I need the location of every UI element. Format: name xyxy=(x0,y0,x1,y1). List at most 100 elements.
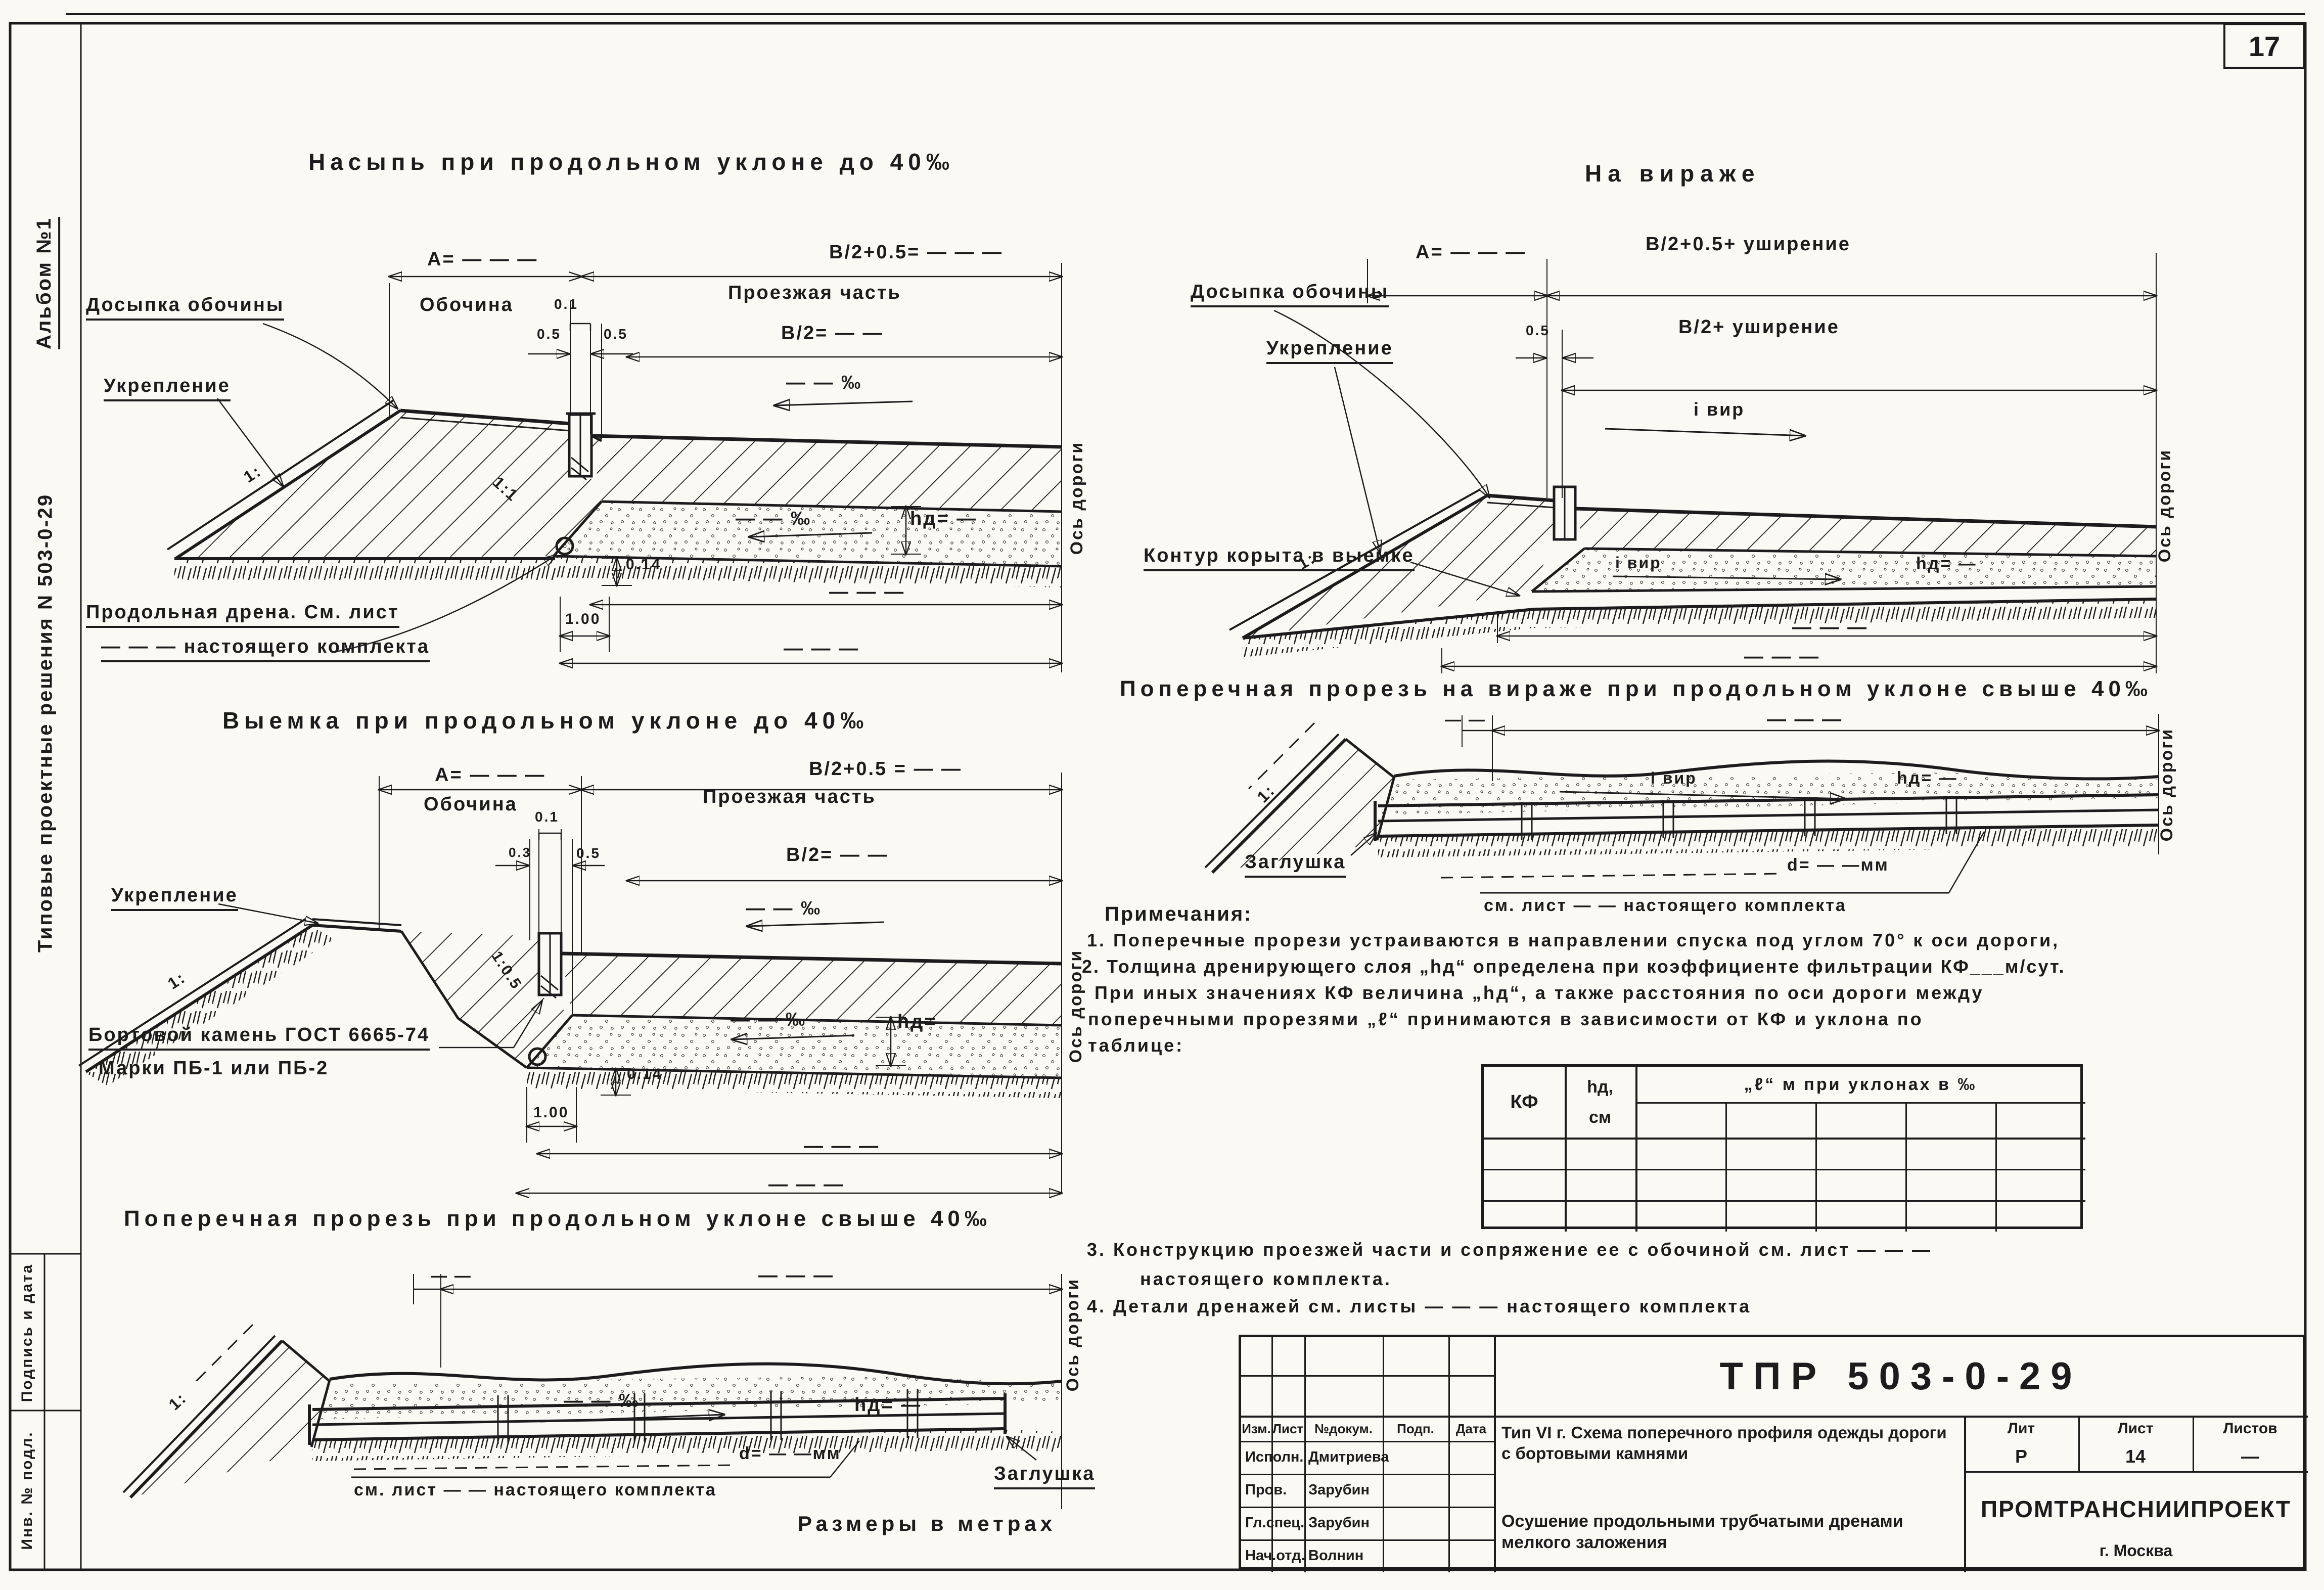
d3-label-ukreplenie: Укрепление xyxy=(111,885,238,911)
title-d3: Выемка при продольном уклоне до 40‰ xyxy=(222,707,869,734)
d2-ivir-mid: i вир xyxy=(1615,554,1662,572)
tb-listov-value: — xyxy=(2241,1446,2259,1467)
d1-dim-014: 0.14 xyxy=(626,556,662,573)
sidebar-series: Типовые проектные решения N 503-0-29 xyxy=(34,493,57,953)
note-2b: При иных значениях КФ величина „hд“, а т… xyxy=(1095,982,1984,1003)
tb-role-glspec: Гл.спец. xyxy=(1245,1515,1305,1531)
d3-dim-03: 0.3 xyxy=(509,845,532,860)
d4-axis: Ось дороги xyxy=(2157,728,2176,842)
tb-role-ispoln: Исполн. xyxy=(1245,1449,1304,1465)
d2-dim-A: А= — — — xyxy=(1416,242,1527,263)
d3-dim-100: 1.00 xyxy=(533,1104,569,1121)
d3-label-bort-1: Бортовой камень ГОСТ 6665-74 xyxy=(88,1024,430,1051)
d1-dim-01: 0.1 xyxy=(554,296,578,312)
d3-dim-05: 0.5 xyxy=(576,845,601,861)
tb-name-zarubin-2: Зарубин xyxy=(1308,1515,1370,1531)
d2-axis: Ось дороги xyxy=(2155,448,2174,563)
table-col-kf: КФ xyxy=(1510,1091,1538,1113)
tb-col-dokum: №докум. xyxy=(1314,1421,1373,1436)
d1-dim-B205: В/2+0.5= — — — xyxy=(829,242,1004,263)
note-2c: поперечными прорезями „ℓ“ принимаются в … xyxy=(1088,1009,1924,1029)
d4-label-zaglushka: Заглушка xyxy=(1245,851,1346,878)
d1-dim-dash-b: — — — xyxy=(784,638,860,659)
d1-label-dosypka: Досыпка обочины xyxy=(86,294,285,321)
diagram-5-linework xyxy=(122,1274,1062,1509)
d3-dim-dash-a: — — — xyxy=(804,1135,880,1157)
title-d2: На вираже xyxy=(1585,160,1761,187)
tb-role-nachotd: Нач.отд. xyxy=(1245,1548,1305,1564)
tb-doc-number: ТПР 503-0-29 xyxy=(1719,1355,2082,1398)
d5-units: Размеры в метрах xyxy=(798,1512,1057,1535)
d5-promille: — — ‰ xyxy=(564,1390,640,1412)
d1-dim-B2: В/2= — — xyxy=(781,323,884,344)
d3-label-obochina: Обочина xyxy=(424,794,518,815)
d2-hd: hд= — xyxy=(1916,554,1977,573)
tb-name-zarubin-1: Зарубин xyxy=(1308,1482,1370,1498)
title-block: Изм. Лист №докум. Подп. Дата Исполн. Про… xyxy=(1239,1335,2308,1572)
d2-dim-05: 0.5 xyxy=(1526,323,1550,338)
d1-sand-promille: — — ‰ xyxy=(736,508,812,529)
diagram-3-linework xyxy=(78,773,1062,1193)
sheet-number: 17 xyxy=(2223,23,2305,69)
d4-see-sheet: см. лист — — настоящего комплекта xyxy=(1484,896,1847,915)
d1-label-obochina: Обочина xyxy=(420,294,514,315)
d1-label-drena-1: Продольная дрена. См. лист xyxy=(86,602,399,628)
d5-dim-dash-a: — — xyxy=(431,1266,472,1285)
table-col-hd: hд, xyxy=(1587,1077,1613,1097)
diagram-1-linework xyxy=(166,263,1062,672)
tb-col-podp: Подп. xyxy=(1397,1421,1434,1436)
tb-name-volnin: Волнин xyxy=(1308,1548,1364,1564)
d3-dim-B2: В/2= — — xyxy=(786,844,889,866)
tb-list-header: Лист xyxy=(2117,1420,2154,1437)
d1-axis: Ось дороги xyxy=(1067,441,1086,555)
tb-col-data: Дата xyxy=(1455,1421,1487,1436)
d1-dim-100: 1.00 xyxy=(565,611,601,627)
table-span-header: „ℓ“ м при уклонах в ‰ xyxy=(1744,1074,1977,1094)
tb-lit-header: Лит xyxy=(2007,1420,2035,1437)
d5-hd: hд= — xyxy=(854,1394,922,1416)
diagram-2-linework xyxy=(1229,253,2156,673)
d1-label-ukreplenie: Укрепление xyxy=(104,375,231,401)
sidebar-sign-date: Подпись и дата xyxy=(19,1263,36,1402)
d1-dim-05a: 0.5 xyxy=(537,326,561,342)
d3-dim-01: 0.1 xyxy=(535,809,559,825)
d2-dim-dash-a: — — — xyxy=(1792,617,1869,638)
d4-dim-dash-a: — — xyxy=(1445,710,1486,729)
d2-label-kontur: Контур корыта в выемке xyxy=(1144,545,1415,571)
tb-col-list: Лист xyxy=(1272,1421,1304,1436)
tb-lit-value: Р xyxy=(2015,1446,2027,1467)
kf-table: КФ hд, см „ℓ“ м при уклонах в ‰ xyxy=(1481,1064,2085,1232)
d3-dim-A: А= — — — xyxy=(435,764,546,786)
title-d4: Поперечная прорезь на вираже при продоль… xyxy=(1120,676,2152,701)
note-3a: 3. Конструкцию проезжей части и сопряжен… xyxy=(1087,1239,1933,1260)
d3-sand-promille: — — ‰ xyxy=(731,1009,807,1030)
d3-dim-dash-b: — — — xyxy=(768,1174,845,1195)
note-3b: настоящего комплекта. xyxy=(1140,1268,1392,1289)
tb-list-value: 14 xyxy=(2125,1446,2146,1467)
d1-slope-promille: — — ‰ xyxy=(786,372,862,393)
d2-dim-B2u: В/2+ уширение xyxy=(1678,316,1840,338)
d3-dim-B205: В/2+0.5 = — — xyxy=(809,758,963,780)
notes-heading: Примечания: xyxy=(1105,903,1253,925)
tb-col-izm: Изм. xyxy=(1242,1421,1271,1436)
d5-dim-dmm: d= — —мм xyxy=(739,1444,841,1463)
d1-dim-dash-a: — — — xyxy=(829,581,905,603)
d1-dim-A: А= — — — xyxy=(427,249,538,270)
d1-hd: hд= — xyxy=(910,508,978,529)
d3-label-pch: Проезжая часть xyxy=(703,786,876,807)
note-2a: 2. Толщина дренирующего слоя „hд“ опреде… xyxy=(1082,956,2066,977)
d4-ivir: i вир xyxy=(1651,769,1697,787)
d1-label-drena-2: — — — настоящего комплекта xyxy=(101,636,430,662)
title-d5: Поперечная прорезь при продольном уклоне… xyxy=(124,1206,991,1231)
d5-dim-dash-b: — — — xyxy=(758,1265,835,1286)
d5-see-sheet: см. лист — — настоящего комплекта xyxy=(354,1480,717,1500)
tb-role-prov: Пров. xyxy=(1245,1482,1287,1498)
tb-listov-header: Листов xyxy=(2223,1420,2277,1437)
d3-dim-014: 0.14 xyxy=(627,1066,663,1082)
d2-dim-dash-b: — — — xyxy=(1744,646,1820,667)
tb-org: ПРОМТРАНСНИИПРОЕКТ xyxy=(1981,1496,2291,1522)
d3-slope-promille: — — ‰ xyxy=(746,898,822,919)
tb-type-label: Тип VI г. Схема поперечного профиля одеж… xyxy=(1501,1423,1947,1463)
